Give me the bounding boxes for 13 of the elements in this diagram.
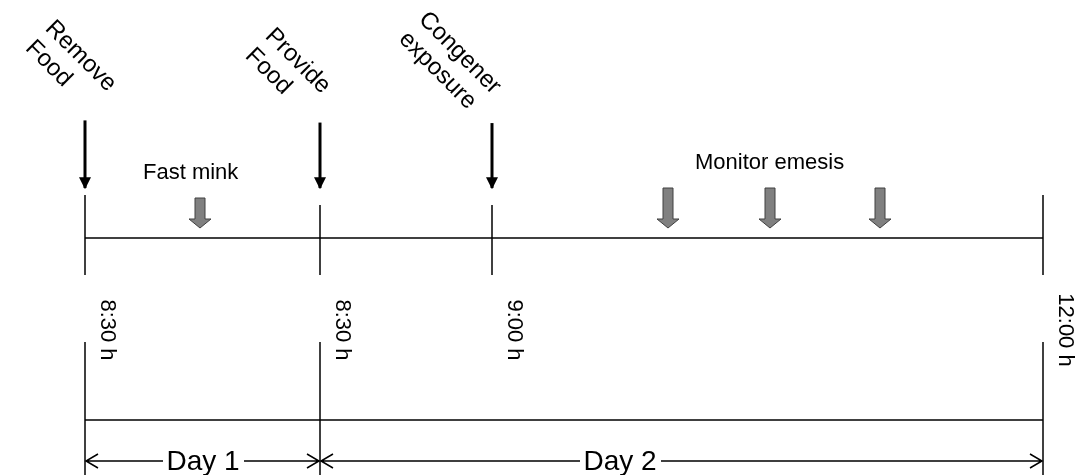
time-label: 9:00 h (501, 299, 528, 361)
block-arrow (868, 187, 892, 229)
phase-label: Monitor emesis (695, 148, 845, 176)
arrow (314, 122, 326, 190)
time-label: 8:30 h (94, 299, 121, 361)
block-arrow (758, 187, 782, 229)
block-arrow (656, 187, 680, 229)
arrow (79, 120, 91, 190)
time-label: 12:00 h (1052, 293, 1075, 367)
arrow (486, 123, 498, 190)
phase-label: Fast mink (143, 158, 239, 186)
block-arrow (188, 197, 212, 229)
time-label: 8:30 h (329, 299, 356, 361)
